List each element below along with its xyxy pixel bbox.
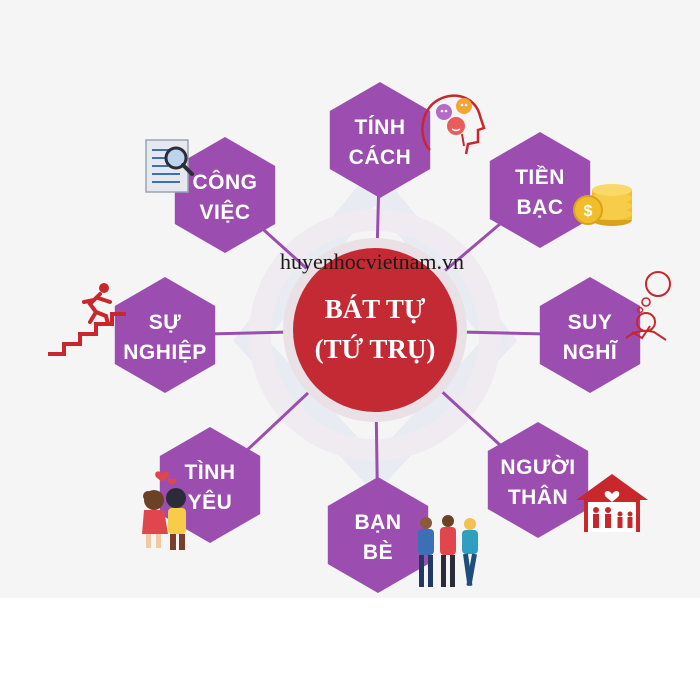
node-label-line1: TIỀN — [515, 166, 565, 189]
hexagon — [114, 277, 216, 393]
node-tinh-cach: TÍNH CÁCH — [329, 82, 431, 198]
node-label-line2: YÊU — [188, 490, 233, 514]
running-stairs-icon — [48, 283, 126, 356]
hexagon — [487, 422, 589, 538]
node-ban-be: BẠN BÈ — [327, 477, 429, 593]
document-magnifier-icon — [145, 139, 194, 193]
bottom-band — [0, 598, 700, 700]
hexagon — [329, 82, 431, 198]
node-label-line1: NGƯỜI — [500, 455, 575, 479]
node-label-line2: BÈ — [363, 541, 393, 564]
hexagon — [489, 132, 591, 248]
node-suy-nghi: SUY NGHĨ — [539, 277, 641, 393]
hexagon — [539, 277, 641, 393]
center-node: BÁT TỰ (TỨ TRỤ) — [283, 238, 467, 422]
node-label-line2: BẠC — [517, 196, 564, 219]
emotion-faces-icon — [421, 94, 486, 155]
node-label-line2: CÁCH — [349, 146, 412, 169]
watermark-text: huyenhocvietnam.vn — [280, 249, 464, 274]
thinking-person-icon — [625, 271, 671, 341]
node-label-line2: THÂN — [508, 485, 568, 509]
gold-coins-icon: $ — [573, 184, 632, 226]
node-nguoi-than: NGƯỜI THÂN — [487, 422, 589, 538]
node-label-line2: VIỆC — [199, 200, 250, 224]
background-logo — [232, 164, 518, 495]
center-title-line1: BÁT TỰ — [325, 294, 426, 324]
node-su-nghiep: SỰ NGHIỆP — [114, 277, 216, 393]
center-title-line2: (TỨ TRỤ) — [315, 334, 436, 364]
hexagon — [174, 137, 276, 253]
node-label-line1: BẠN — [355, 511, 402, 534]
node-label-line2: NGHIỆP — [123, 340, 207, 364]
hexagon — [327, 477, 429, 593]
node-label-line1: TÌNH — [185, 461, 236, 484]
node-label-line2: NGHĨ — [563, 341, 618, 364]
node-label-line1: SUY — [568, 311, 613, 334]
friends-group-icon — [418, 515, 478, 587]
svg-text:$: $ — [584, 203, 593, 220]
node-tien-bac: TIỀN BẠC — [489, 132, 591, 248]
family-house-icon — [576, 474, 648, 532]
node-label-line1: CÔNG — [193, 170, 258, 194]
node-label-line1: SỰ — [149, 311, 182, 334]
node-cong-viec: CÔNG VIỆC — [174, 137, 276, 253]
center-circle — [293, 248, 457, 412]
node-label-line1: TÍNH — [355, 116, 406, 139]
kissing-couple-icon — [142, 471, 186, 550]
